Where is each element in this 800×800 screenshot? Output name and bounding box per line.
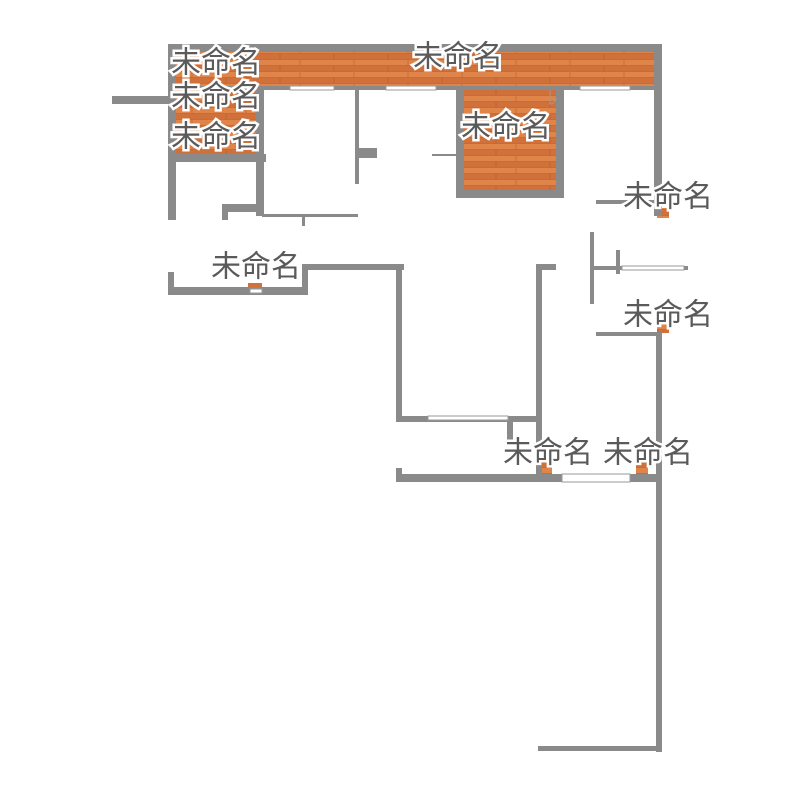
wall-stair-tick xyxy=(507,420,513,440)
wall-stair-right-cap xyxy=(536,264,556,270)
wall-stair-top xyxy=(302,264,404,270)
wall-closet-right xyxy=(256,86,264,216)
wall-thin-tick xyxy=(302,214,305,226)
floor-corridor xyxy=(176,52,654,86)
wall-room-left xyxy=(456,90,464,198)
windows xyxy=(249,85,685,483)
room-label-3: 未命名 xyxy=(171,80,261,115)
room-label-5: 未命名 xyxy=(461,110,551,145)
wall-right-post xyxy=(590,232,594,304)
wall-room-stub xyxy=(432,154,456,156)
floor-patch-bottom-1 xyxy=(540,462,552,476)
room-label-8: 未命名 xyxy=(623,298,713,333)
floor-closet-left xyxy=(176,86,258,156)
wall-stair-right xyxy=(536,264,542,422)
room-label-1: 未命名 xyxy=(171,46,261,81)
floor-patch-right-1 xyxy=(657,208,669,218)
wall-right-vertical xyxy=(654,88,662,216)
wall-thin-horizontal xyxy=(262,214,358,217)
room-label-9: 未命名 xyxy=(503,436,593,471)
wall-lower-divider xyxy=(536,420,542,478)
wall-right-mid-ledge xyxy=(596,332,660,336)
wall-right-long xyxy=(656,332,662,752)
floor-small-room xyxy=(464,90,556,190)
room-label-10: 未命名 xyxy=(603,436,693,471)
walls xyxy=(112,44,688,752)
door-swing xyxy=(549,90,557,105)
room-label-6: 未命名 xyxy=(623,180,713,215)
room-label-4: 未命名 xyxy=(171,120,261,155)
window-1 xyxy=(289,85,335,91)
window-4 xyxy=(427,415,509,421)
room-labels: 未命名 未命名 未命名 未命名 未命名 未命名 未命名 未命名 未命名 未命名 xyxy=(169,37,716,473)
wall-left-mid-top xyxy=(168,287,308,295)
floor-areas xyxy=(176,52,669,476)
wall-room-bottom xyxy=(456,190,564,198)
wall-mid-block xyxy=(359,148,377,158)
floor-patch-bottom-2 xyxy=(636,462,648,476)
wall-closet-bottom xyxy=(176,154,266,162)
room-label-7: 未命名 xyxy=(211,250,301,285)
wall-left-outer xyxy=(168,52,176,220)
room-label-2: 未命名 xyxy=(413,40,503,75)
wall-stair-vertical xyxy=(396,264,402,422)
wall-bottom-right xyxy=(538,746,662,751)
wall-top xyxy=(168,44,662,52)
window-5 xyxy=(561,473,631,483)
window-7 xyxy=(249,288,263,294)
window-6 xyxy=(621,265,685,271)
wall-lower-left-post xyxy=(222,204,228,220)
wall-right-small-post xyxy=(616,250,620,274)
wall-right-top xyxy=(654,44,662,90)
wall-room-right xyxy=(556,90,564,198)
wall-mid-vertical xyxy=(355,90,359,184)
wall-left-stub xyxy=(112,96,176,104)
window-2 xyxy=(385,85,437,91)
wall-lower-post xyxy=(396,468,402,482)
floor-patch-right-2 xyxy=(657,323,669,333)
wall-right-ledge xyxy=(596,200,656,204)
wall-lower-left-seg xyxy=(222,204,264,212)
wall-lower-long xyxy=(396,474,662,482)
window-3 xyxy=(579,85,631,91)
wall-left-mid-post xyxy=(168,272,174,294)
wall-left-mid-right xyxy=(302,264,308,294)
